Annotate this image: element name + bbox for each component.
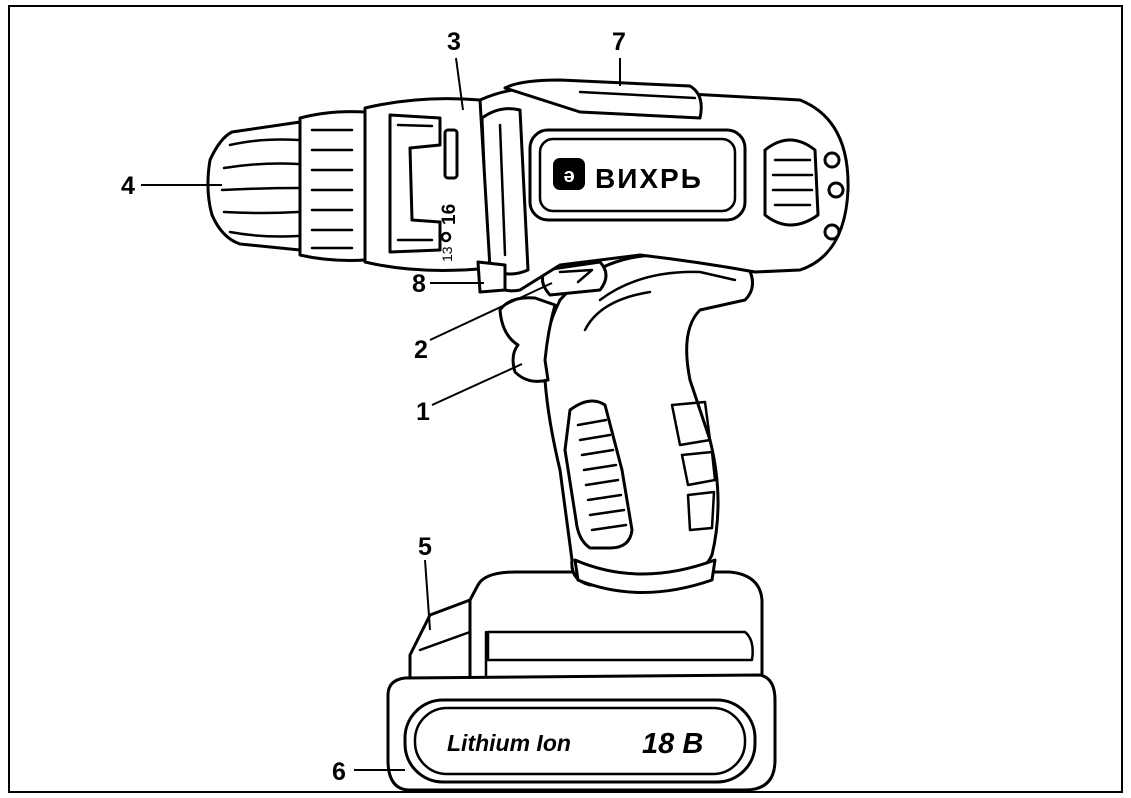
trigger-switch bbox=[498, 296, 557, 383]
motor-housing: ə ВИХРЬ bbox=[478, 78, 850, 293]
callout-5: 5 bbox=[418, 533, 432, 561]
front-lug bbox=[476, 260, 507, 294]
callout-6: 6 bbox=[332, 758, 346, 786]
svg-text:ə: ə bbox=[563, 165, 574, 187]
callout-7: 7 bbox=[612, 28, 626, 56]
diagram-frame bbox=[8, 5, 1123, 793]
drill-handle bbox=[542, 253, 754, 594]
callout-leaders bbox=[141, 57, 621, 771]
callout-2: 2 bbox=[414, 336, 428, 364]
callout-4: 4 bbox=[121, 172, 135, 200]
torque-mark-13: 13 bbox=[439, 246, 455, 262]
top-ridge bbox=[503, 78, 703, 120]
keyless-chuck bbox=[206, 110, 367, 262]
logo-plate bbox=[528, 128, 747, 222]
battery-pack: Lithium Ion 18 В bbox=[386, 570, 777, 792]
reverse-switch bbox=[540, 260, 608, 297]
battery-label-plate bbox=[403, 698, 757, 784]
battery-voltage-label: 18 В bbox=[642, 728, 703, 760]
callout-8: 8 bbox=[412, 270, 426, 298]
torque-mark-16: 16 bbox=[439, 204, 460, 225]
torque-collar: 16 13 bbox=[363, 97, 492, 272]
brand-logo-text: ВИХРЬ bbox=[595, 163, 703, 194]
brand-logo-icon bbox=[553, 158, 585, 190]
callout-1: 1 bbox=[416, 398, 430, 426]
battery-chemistry-label: Lithium Ion bbox=[447, 730, 571, 756]
callout-3: 3 bbox=[447, 28, 461, 56]
